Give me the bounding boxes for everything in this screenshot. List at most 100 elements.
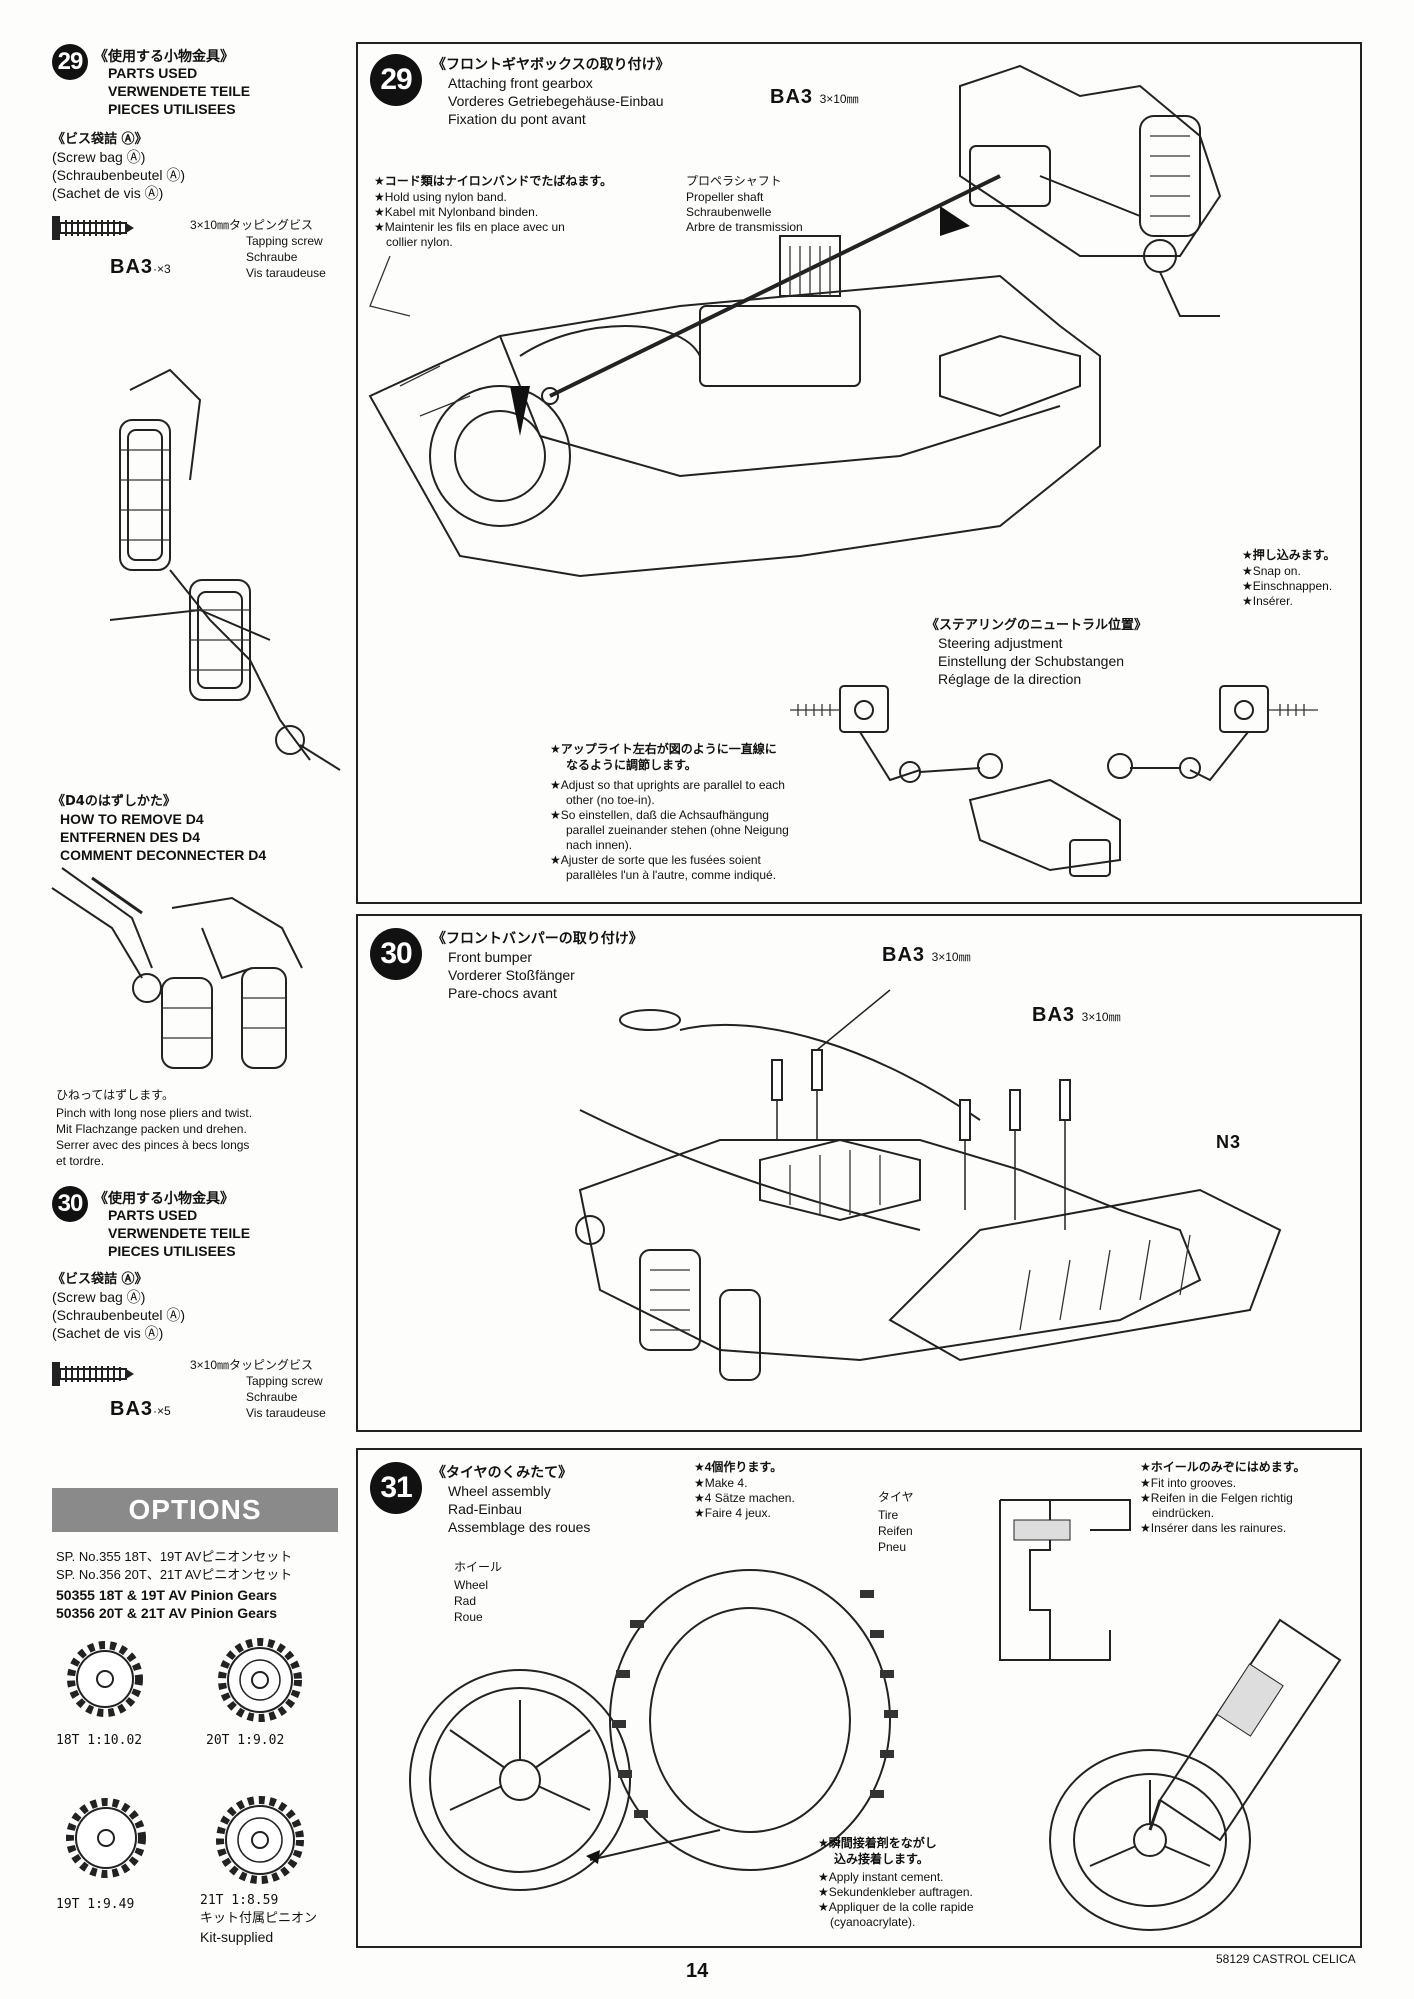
- screw-code-qty: ·×3: [153, 262, 171, 276]
- groove-note-fr: ★Insérer dans les rainures.: [1140, 1521, 1287, 1535]
- screw-code-30-label: BA3: [110, 1398, 154, 1420]
- groove-note-en: ★Fit into grooves.: [1140, 1476, 1237, 1490]
- snap-on-en: ★Snap on.: [1242, 564, 1301, 578]
- screw-bag-jp: 《ビス袋詰 Ⓐ》: [52, 132, 148, 147]
- screw-spec-jp: 3×10㎜タッピングビス: [190, 218, 314, 232]
- gear-18t-label: 18T 1:10.02: [56, 1733, 143, 1748]
- pinion-gear-19t: [66, 1798, 146, 1878]
- make-four-en: ★Make 4.: [694, 1476, 748, 1490]
- step-30-parts-badge: 30: [52, 1186, 88, 1222]
- make-four-de: ★4 Sätze machen.: [694, 1491, 795, 1505]
- step-31-title-jp: 《タイヤのくみたて》: [432, 1465, 573, 1481]
- kit-supplied-en: Kit-supplied: [200, 1929, 274, 1945]
- glue-bottle-and-tire-illustration: [1049, 1618, 1342, 1931]
- screw-bag-de: (Schraubenbeutel Ⓐ): [52, 167, 186, 183]
- upright-note-en1: ★Adjust so that uprights are parallel to…: [550, 778, 785, 792]
- screw-spec-de: Schraube: [246, 250, 298, 264]
- upright-note-de3: nach innen).: [566, 838, 633, 852]
- cement-note-fr1: ★Appliquer de la colle rapide: [818, 1900, 974, 1914]
- steering-neutral-en: Steering adjustment: [938, 635, 1063, 651]
- nylon-band-note-fr2: collier nylon.: [386, 235, 453, 249]
- screw-code-label: BA3: [110, 256, 154, 278]
- screw-spec-30-en: Tapping screw: [246, 1374, 323, 1388]
- wheel-label-en: Wheel: [454, 1578, 489, 1592]
- step-30-title-en: Front bumper: [448, 949, 533, 965]
- parts-used-de: VERWENDETE TEILE: [108, 83, 251, 99]
- tire-label-jp: タイヤ: [878, 1490, 914, 1504]
- parts-used-30-en: PARTS USED: [108, 1207, 198, 1223]
- parts-used-30-fr: PIECES UTILISEES: [108, 1243, 236, 1259]
- step-30-screw-label-2: BA3 3×10㎜: [1032, 1004, 1121, 1027]
- upright-note-en2: other (no toe-in).: [566, 793, 655, 807]
- remove-d4-note-de: Mit Flachzange packen und drehen.: [56, 1122, 247, 1136]
- step-31-badge: 31: [370, 1462, 422, 1514]
- parts-used-30-de: VERWENDETE TEILE: [108, 1225, 251, 1241]
- step-30-screw-label-1: BA3 3×10㎜: [882, 944, 971, 967]
- parts-used-fr: PIECES UTILISEES: [108, 101, 236, 117]
- snap-on-fr: ★Insérer.: [1242, 594, 1293, 608]
- step-29-title-en: Attaching front gearbox: [448, 75, 593, 91]
- cement-note-fr2: (cyanoacrylate).: [830, 1915, 916, 1929]
- kit-supplied-jp: キット付属ピニオン: [200, 1910, 318, 1925]
- remove-d4-de: ENTFERNEN DES D4: [60, 829, 201, 845]
- step-29-parts-badge: 29: [52, 44, 88, 80]
- step-31-title-de: Rad-Einbau: [448, 1501, 522, 1517]
- nylon-band-note-en: ★Hold using nylon band.: [374, 190, 507, 204]
- nylon-band-note-fr1: ★Maintenir les fils en place avec un: [374, 220, 565, 234]
- options-line-4: 50356 20T & 21T AV Pinion Gears: [56, 1605, 277, 1621]
- upright-note-fr1: ★Ajuster de sorte que les fusées soient: [550, 853, 761, 867]
- propeller-shaft-de: Schraubenwelle: [686, 205, 772, 219]
- parts-used-en: PARTS USED: [108, 65, 198, 81]
- cement-note-de: ★Sekundenkleber auftragen.: [818, 1885, 973, 1899]
- parts-used-jp: 《使用する小物金具》: [94, 49, 234, 65]
- upright-note-jp2: なるように調節します。: [566, 758, 697, 772]
- pinion-gear-21t: [216, 1796, 304, 1884]
- screw-code-30-qty: ·×5: [153, 1404, 171, 1418]
- step-29-screw-size: 3×10㎜: [819, 92, 859, 106]
- front-bumper-illustration: [575, 989, 1282, 1381]
- step-30-screw-size-2: 3×10㎜: [1081, 1010, 1121, 1024]
- groove-note-de2: eindrücken.: [1152, 1506, 1215, 1520]
- propeller-shaft-jp: プロペラシャフト: [686, 174, 782, 188]
- step-30-title-jp: 《フロントバンパーの取り付け》: [432, 931, 643, 947]
- wheel-label-fr: Roue: [454, 1610, 483, 1624]
- gear-20t-label: 20T 1:9.02: [206, 1733, 285, 1748]
- tire-label-fr: Pneu: [878, 1540, 907, 1554]
- screw-spec-30-jp: 3×10㎜タッピングビス: [190, 1358, 314, 1372]
- pliers-illustration: [51, 867, 303, 1069]
- remove-d4-jp: 《D4のはずしかた》: [52, 794, 176, 809]
- options-line-3: 50355 18T & 19T AV Pinion Gears: [56, 1587, 277, 1603]
- make-four-fr: ★Faire 4 jeux.: [694, 1506, 771, 1520]
- tire-label-de: Reifen: [878, 1524, 913, 1538]
- screw-spec-en: Tapping screw: [246, 234, 323, 248]
- step-30-badge: 30: [370, 928, 422, 980]
- screw-icon-2: [52, 1362, 134, 1386]
- step-29-badge: 29: [370, 54, 422, 106]
- groove-note-de1: ★Reifen in die Felgen richtig: [1140, 1491, 1293, 1505]
- nylon-band-note-jp: ★コード類はナイロンバンドでたばねます。: [374, 174, 613, 188]
- propeller-shaft-fr: Arbre de transmission: [686, 220, 803, 234]
- screw-bag-30-de: (Schraubenbeutel Ⓐ): [52, 1307, 186, 1323]
- screw-bag-fr: (Sachet de vis Ⓐ): [52, 185, 164, 201]
- wheel-label-de: Rad: [454, 1594, 477, 1608]
- rim-cross-section-illustration: [999, 1499, 1131, 1661]
- screw-bag-en: (Screw bag Ⓐ): [52, 149, 146, 165]
- screw-spec-fr: Vis taraudeuse: [246, 266, 326, 280]
- cement-note-jp2: 込み接着します。: [834, 1852, 929, 1866]
- cement-note-jp1: ★瞬間接着剤をながし: [818, 1836, 937, 1850]
- step-30-screw-size-1: 3×10㎜: [931, 950, 971, 964]
- wheel-label-jp: ホイール: [454, 1560, 503, 1574]
- screw-code: BA3·×3: [110, 256, 171, 279]
- model-name: 58129 CASTROL CELICA: [1216, 1952, 1356, 1966]
- gear-21t-label: 21T 1:8.59: [200, 1893, 279, 1908]
- steering-neutral-de: Einstellung der Schubstangen: [938, 653, 1125, 669]
- snap-on-de: ★Einschnappen.: [1242, 579, 1333, 593]
- step-29-screw-label: BA3 3×10㎜: [770, 86, 859, 109]
- remove-d4-note-fr2: et tordre.: [56, 1154, 105, 1168]
- parts-used-30-jp: 《使用する小物金具》: [94, 1191, 234, 1207]
- options-line-1: SP. No.355 18T、19T AVピニオンセット: [56, 1549, 293, 1564]
- chassis-gearbox-illustration: [368, 64, 1222, 578]
- screw-spec-30-fr: Vis taraudeuse: [246, 1406, 326, 1420]
- step-29-screw-code: BA3: [770, 86, 814, 108]
- options-line-2: SP. No.356 20T、21T AVピニオンセット: [56, 1567, 293, 1582]
